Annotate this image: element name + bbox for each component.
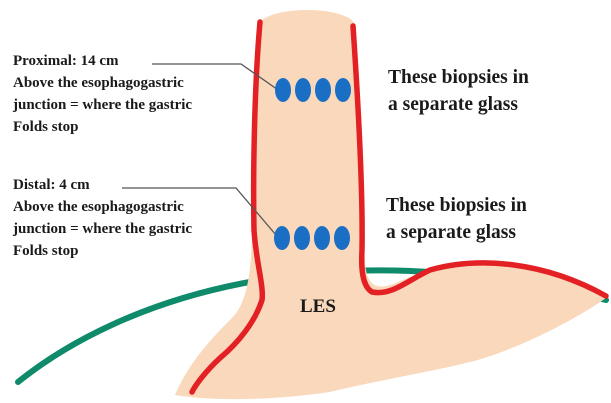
proximal-line-2: junction = where the gastric xyxy=(13,94,192,116)
proximal-line-3: Folds stop xyxy=(13,116,192,138)
proximal-label: Proximal: 14 cm Above the esophagogastri… xyxy=(13,50,192,138)
distal-line-1: Above the esophagogastric xyxy=(13,196,192,218)
proximal-note: These biopsies in a separate glass xyxy=(388,64,529,118)
distal-biopsy-4 xyxy=(334,226,350,250)
les-label: LES xyxy=(300,296,336,318)
distal-note-line-2: a separate glass xyxy=(386,219,527,246)
distal-biopsy-3 xyxy=(314,226,330,250)
proximal-note-line-2: a separate glass xyxy=(388,91,529,118)
distal-biopsy-2 xyxy=(294,226,310,250)
distal-note-line-1: These biopsies in xyxy=(386,192,527,219)
proximal-biopsy-2 xyxy=(295,78,311,102)
proximal-biopsy-1 xyxy=(275,78,291,102)
proximal-note-line-1: These biopsies in xyxy=(388,64,529,91)
distal-label: Distal: 4 cm Above the esophagogastric j… xyxy=(13,174,192,262)
proximal-biopsy-4 xyxy=(335,78,351,102)
proximal-heading: Proximal: 14 cm xyxy=(13,50,192,72)
distal-line-2: junction = where the gastric xyxy=(13,218,192,240)
distal-line-3: Folds stop xyxy=(13,240,192,262)
distal-heading: Distal: 4 cm xyxy=(13,174,192,196)
proximal-line-1: Above the esophagogastric xyxy=(13,72,192,94)
distal-note: These biopsies in a separate glass xyxy=(386,192,527,246)
distal-biopsy-1 xyxy=(274,226,290,250)
proximal-biopsy-3 xyxy=(315,78,331,102)
